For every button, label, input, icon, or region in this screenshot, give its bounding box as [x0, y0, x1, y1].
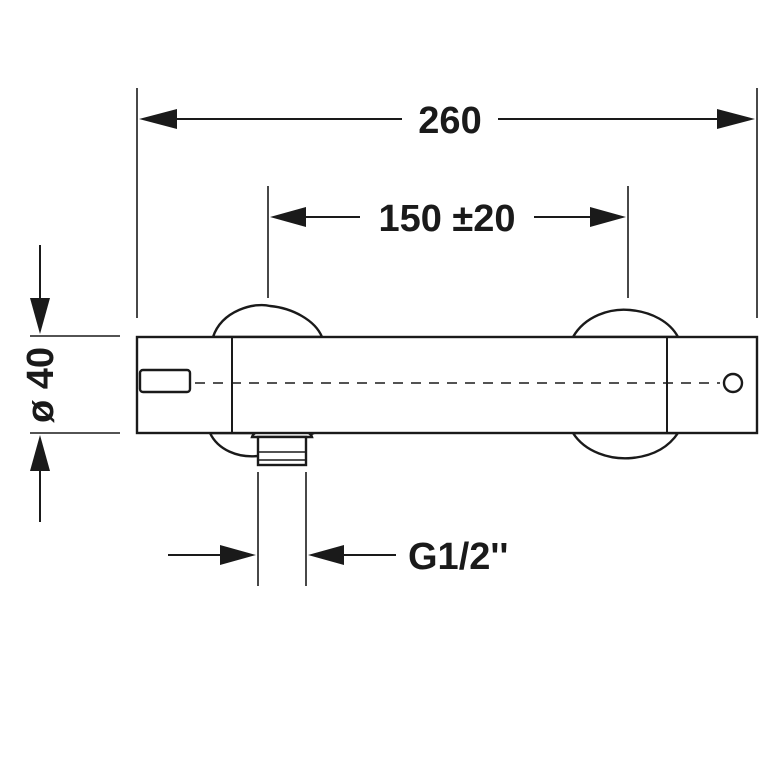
flow-handle-hole	[722, 372, 744, 394]
dimension-overall-length: 260	[136, 88, 758, 318]
outlet-thread-label: G1/2''	[408, 536, 508, 578]
arrow-right-icon	[717, 109, 755, 129]
wall-bracket-right	[570, 308, 681, 460]
arrow-right-icon	[590, 207, 626, 227]
arrow-left-icon	[139, 109, 177, 129]
arrow-down-icon	[30, 298, 50, 334]
connection-spacing-label: 150 ±20	[378, 198, 515, 240]
arrow-left-icon	[270, 207, 306, 227]
body-diameter-label: ø 40	[20, 347, 62, 423]
temperature-button	[138, 368, 192, 394]
arrow-up-icon	[30, 435, 50, 471]
thermostat-body	[135, 335, 759, 435]
overall-length-label: 260	[418, 100, 481, 142]
arrow-right-icon	[220, 545, 256, 565]
dimension-connection-spacing: 150 ±20	[267, 186, 629, 298]
arrow-left-icon	[308, 545, 344, 565]
dimension-outlet-thread: G1/2''	[168, 472, 508, 586]
dimension-body-diameter: ø 40	[20, 245, 120, 522]
